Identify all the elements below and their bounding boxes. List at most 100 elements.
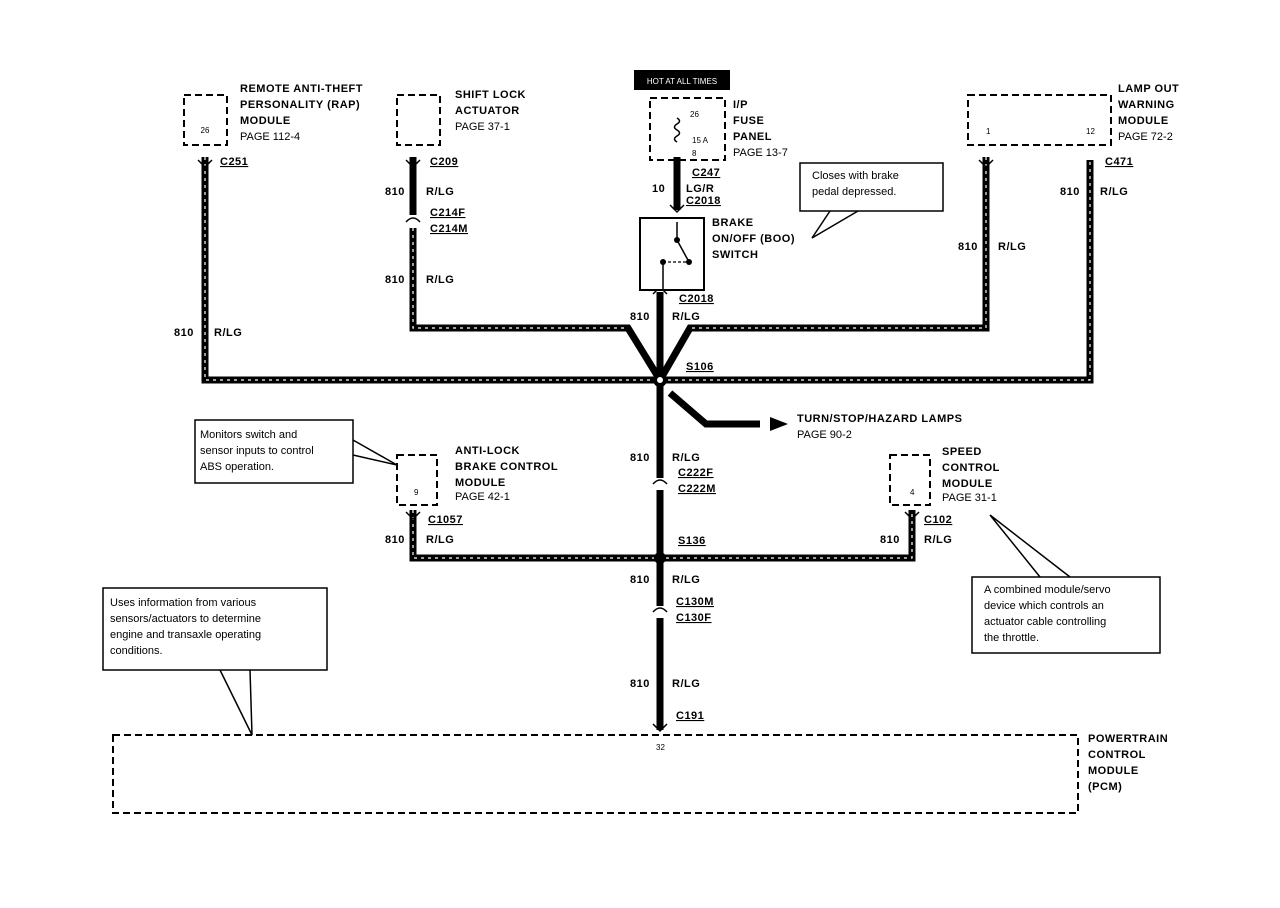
note-speed-line-4: the throttle. bbox=[984, 632, 1039, 644]
svg-text:R/LG: R/LG bbox=[998, 241, 1026, 253]
svg-text:R/LG: R/LG bbox=[426, 534, 454, 546]
abs-page: PAGE 42-1 bbox=[455, 491, 510, 503]
note-speed-pointer bbox=[989, 514, 1071, 578]
note-abs-line-2: sensor inputs to control bbox=[200, 445, 314, 457]
svg-text:810: 810 bbox=[1060, 186, 1080, 198]
speed-pin: 4 bbox=[910, 488, 915, 497]
note-abs-pointer bbox=[352, 439, 398, 466]
rap-page: PAGE 112-4 bbox=[240, 131, 300, 143]
note-abs-line-1: Monitors switch and bbox=[200, 429, 297, 441]
fuse-icon bbox=[673, 117, 681, 143]
lamp-out-label-2: WARNING bbox=[1118, 99, 1175, 111]
fuse-pin: 26 bbox=[690, 110, 699, 119]
lamp-out-pin-12: 12 bbox=[1086, 127, 1095, 136]
svg-text:R/LG: R/LG bbox=[924, 534, 952, 546]
pcm-label-1: POWERTRAIN bbox=[1088, 733, 1168, 745]
fuse-connector: C247 bbox=[692, 167, 720, 179]
turn-lamps-label: TURN/STOP/HAZARD LAMPS bbox=[797, 413, 962, 425]
boo-switch-box bbox=[639, 217, 705, 291]
rap-label-3: MODULE bbox=[240, 115, 291, 127]
connector-c130f: C130F bbox=[676, 612, 712, 624]
abs-label-2: BRAKE CONTROL bbox=[455, 461, 558, 473]
fuse-pin-2: 8 bbox=[692, 149, 697, 158]
speed-label-1: SPEED bbox=[942, 446, 982, 458]
pcm-connector: C191 bbox=[676, 710, 704, 722]
rap-pin: 26 bbox=[201, 126, 210, 135]
switch-icon bbox=[660, 222, 692, 290]
abs-pin: 9 bbox=[414, 488, 419, 497]
pcm-label-2: CONTROL bbox=[1088, 749, 1146, 761]
hot-banner bbox=[634, 70, 730, 90]
svg-text:R/LG: R/LG bbox=[214, 327, 242, 339]
wire-labels: 810 R/LG 810 R/LG 810 R/LG 810 R/LG 810 … bbox=[174, 186, 1128, 690]
shift-lock-label-2: ACTUATOR bbox=[455, 105, 520, 117]
note-pcm-line-2: sensors/actuators to determine bbox=[110, 613, 261, 625]
fuse-label-3: PANEL bbox=[733, 131, 772, 143]
svg-text:810: 810 bbox=[630, 678, 650, 690]
svg-text:R/LG: R/LG bbox=[426, 274, 454, 286]
svg-text:810: 810 bbox=[630, 574, 650, 586]
svg-text:810: 810 bbox=[880, 534, 900, 546]
svg-text:R/LG: R/LG bbox=[672, 311, 700, 323]
rap-label-2: PERSONALITY (RAP) bbox=[240, 99, 360, 111]
shift-lock-connector: C209 bbox=[430, 156, 458, 168]
svg-text:R/LG: R/LG bbox=[672, 452, 700, 464]
speed-module-box bbox=[889, 454, 931, 506]
lamp-out-box bbox=[967, 94, 1112, 146]
shift-lock-box bbox=[396, 94, 441, 146]
note-pcm-line-4: conditions. bbox=[110, 645, 163, 657]
svg-text:R/LG: R/LG bbox=[426, 186, 454, 198]
pcm-module-box bbox=[112, 734, 1079, 814]
svg-text:810: 810 bbox=[385, 274, 405, 286]
svg-text:810: 810 bbox=[630, 311, 650, 323]
shift-lock-page: PAGE 37-1 bbox=[455, 121, 510, 133]
pcm-label-4: (PCM) bbox=[1088, 781, 1122, 793]
svg-text:810: 810 bbox=[385, 534, 405, 546]
fuse-panel-box bbox=[649, 97, 726, 161]
connector-c214f: C214F bbox=[430, 207, 466, 219]
speed-page: PAGE 31-1 bbox=[942, 492, 997, 504]
connector-c130m: C130M bbox=[676, 596, 714, 608]
speed-label-2: CONTROL bbox=[942, 462, 1000, 474]
boo-connector-top: C2018 bbox=[686, 195, 721, 207]
speed-connector: C102 bbox=[924, 514, 952, 526]
lamp-out-label-3: MODULE bbox=[1118, 115, 1169, 127]
boo-label-1: BRAKE bbox=[712, 217, 754, 229]
note-speed-line-3: actuator cable controlling bbox=[984, 616, 1106, 628]
boo-connector-bottom: C2018 bbox=[679, 293, 714, 305]
boo-label-3: SWITCH bbox=[712, 249, 758, 261]
fuse-circuit: 10 bbox=[652, 183, 665, 195]
pcm-pin: 32 bbox=[656, 743, 665, 752]
fuse-wire-color: LG/R bbox=[686, 183, 714, 195]
connector-c214m: C214M bbox=[430, 223, 468, 235]
connector-c222m: C222M bbox=[678, 483, 716, 495]
hot-label: HOT AT ALL TIMES bbox=[647, 77, 717, 86]
note-speed-line-2: device which controls an bbox=[984, 600, 1104, 612]
turn-lamps-page: PAGE 90-2 bbox=[797, 429, 852, 441]
abs-label-1: ANTI-LOCK bbox=[455, 445, 520, 457]
abs-label-3: MODULE bbox=[455, 477, 506, 489]
splice-s106-label: S106 bbox=[686, 361, 714, 373]
note-boo-pointer bbox=[811, 210, 859, 239]
shift-lock-label-1: SHIFT LOCK bbox=[455, 89, 526, 101]
rap-module-box bbox=[183, 94, 228, 146]
note-abs-line-3: ABS operation. bbox=[200, 461, 274, 473]
note-pcm-pointer bbox=[219, 669, 253, 736]
lamp-out-pin-1: 1 bbox=[986, 127, 991, 136]
fuse-label-1: I/P bbox=[733, 99, 748, 111]
boo-label-2: ON/OFF (BOO) bbox=[712, 233, 795, 245]
svg-text:810: 810 bbox=[958, 241, 978, 253]
svg-text:R/LG: R/LG bbox=[672, 678, 700, 690]
svg-text:810: 810 bbox=[385, 186, 405, 198]
svg-text:R/LG: R/LG bbox=[1100, 186, 1128, 198]
svg-text:810: 810 bbox=[630, 452, 650, 464]
arrow-icon bbox=[770, 417, 788, 431]
abs-connector: C1057 bbox=[428, 514, 463, 526]
abs-module-box bbox=[396, 454, 438, 506]
svg-text:810: 810 bbox=[174, 327, 194, 339]
note-pcm-box bbox=[102, 587, 328, 671]
rap-connector: C251 bbox=[220, 156, 248, 168]
speed-label-3: MODULE bbox=[942, 478, 993, 490]
lamp-out-page: PAGE 72-2 bbox=[1118, 131, 1173, 143]
